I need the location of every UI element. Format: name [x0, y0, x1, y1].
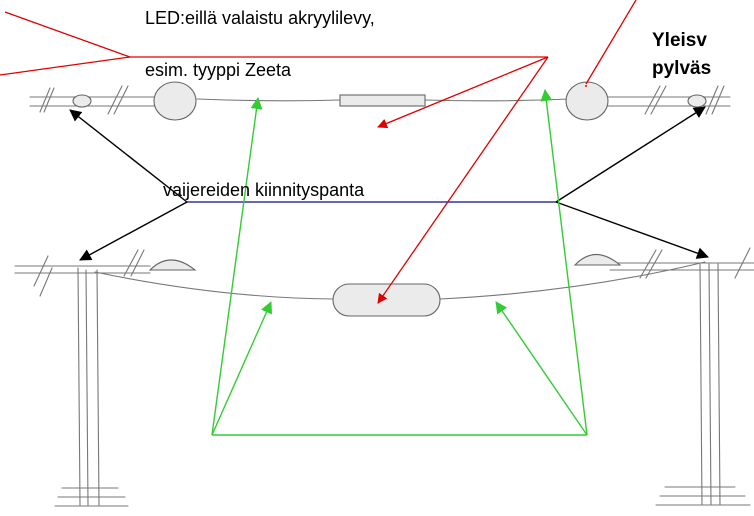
led-panel-label-line2: esim. tyyppi Zeeta	[145, 60, 292, 80]
black-arrow-upper-right	[555, 106, 706, 203]
green-arrow-lower-right-wire	[495, 301, 588, 436]
green-arrows	[211, 89, 588, 436]
black-arrow-lower-right	[555, 201, 709, 259]
right-luminaire-top-view	[565, 81, 609, 121]
green-arrow-upper-left-wire	[211, 97, 263, 436]
left-streetlight-head	[148, 259, 197, 271]
led-panel-top-view	[339, 94, 426, 107]
general-lighting-label-line1: Yleisv	[652, 30, 707, 51]
lower-sketch	[14, 247, 754, 507]
red-leader-lines	[0, 0, 637, 304]
led-panel-label-line1: LED:eillä valaistu akryylilevy,	[145, 8, 375, 28]
led-panel-side-view	[332, 283, 441, 317]
left-clamp-upper	[72, 94, 92, 108]
right-streetlight-head	[573, 253, 622, 266]
black-arrows	[69, 106, 709, 261]
upper-sketch	[29, 81, 731, 121]
red-leader-to-luminaire	[585, 0, 637, 85]
general-lighting-label-line2: pylväs	[652, 58, 712, 79]
red-arrow-to-side-panel	[377, 56, 549, 304]
black-arrow-upper-left	[69, 109, 188, 203]
red-arrow-to-top-panel	[377, 56, 549, 129]
black-arrow-lower-left	[79, 201, 188, 261]
left-luminaire-top-view	[153, 81, 197, 121]
right-clamp-upper	[687, 94, 707, 108]
green-arrow-lower-left-wire	[211, 301, 273, 436]
cable-clamp-label: vaijereiden kiinnityspanta	[163, 180, 365, 200]
green-arrow-upper-right-wire	[540, 89, 588, 436]
